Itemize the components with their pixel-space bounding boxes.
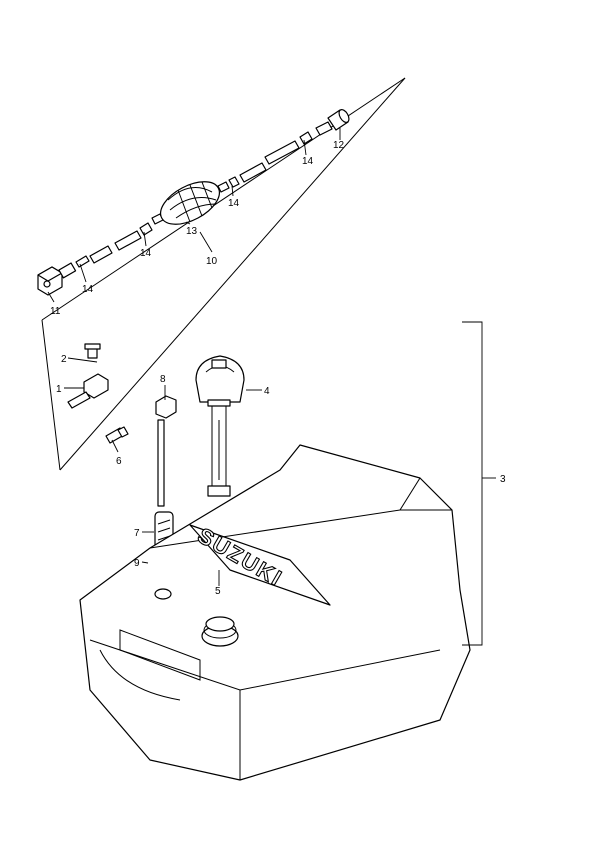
leader-lines <box>47 128 341 586</box>
hose-segment <box>89 245 113 264</box>
bolt-head <box>84 343 101 350</box>
fitting-nozzle <box>67 391 91 409</box>
callout-11: 11 <box>50 306 61 317</box>
callout-3: 3 <box>500 474 506 485</box>
hose-assembly-boundary <box>41 77 406 471</box>
callout-14-d: 14 <box>302 156 314 167</box>
brand-plate <box>189 524 331 606</box>
callout-10: 10 <box>206 256 218 267</box>
fuel-tank <box>79 444 471 781</box>
hose-clamp <box>228 176 240 188</box>
callout-6: 6 <box>116 456 122 467</box>
tank-side-connector <box>37 262 77 296</box>
callout-9: 9 <box>134 558 140 569</box>
callout-1: 1 <box>56 384 62 395</box>
hose-clamp <box>139 222 153 236</box>
fuel-gauge <box>195 355 245 497</box>
primer-bulb <box>151 181 230 225</box>
callout-7: 7 <box>134 528 140 539</box>
callout-8: 8 <box>160 374 166 385</box>
fuel-hose-assembly <box>37 109 350 296</box>
callout-14-a: 14 <box>82 284 94 295</box>
hose-clamp <box>299 131 313 145</box>
hose-segment <box>239 162 267 183</box>
tank-port <box>154 588 172 600</box>
hose-clamp <box>75 255 90 268</box>
fuel-pickup <box>155 395 177 507</box>
tank-bracket <box>462 321 483 646</box>
hose-segment <box>264 140 300 165</box>
fitting-body <box>83 373 109 399</box>
hose-segment <box>114 230 142 251</box>
callout-14-c: 14 <box>228 198 240 209</box>
callout-14-b: 14 <box>140 248 152 259</box>
callout-12: 12 <box>333 140 345 151</box>
tank-fitting-assembly <box>67 343 129 444</box>
engine-side-connector <box>315 109 350 136</box>
nipple-nut <box>117 426 129 438</box>
pickup-tube <box>157 419 165 507</box>
callout-13: 13 <box>186 226 198 237</box>
callout-2: 2 <box>61 354 67 365</box>
callout-5: 5 <box>215 586 221 597</box>
callout-4: 4 <box>264 386 270 397</box>
